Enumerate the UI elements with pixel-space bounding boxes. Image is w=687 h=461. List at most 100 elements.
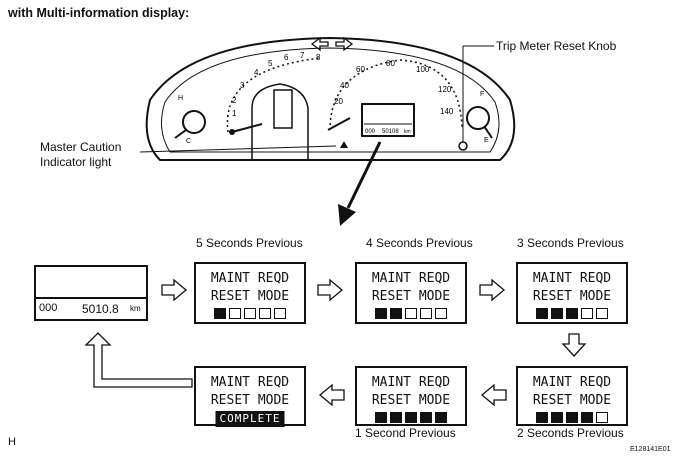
odo-value: 5010.8 <box>82 302 119 316</box>
progress-segment <box>596 308 608 319</box>
line2: RESET MODE <box>532 289 612 304</box>
flow-arrow-5 <box>318 383 345 407</box>
progress-segment <box>596 412 608 423</box>
flow-arrow-1 <box>161 278 188 302</box>
multi-info-display <box>361 103 415 137</box>
mini-display-odo: 50108 <box>382 129 399 135</box>
flow-arrow-3 <box>479 278 506 302</box>
line1: MAINT REQD <box>371 375 451 390</box>
reset-box-1s: MAINT REQD RESET MODE <box>355 366 467 426</box>
progress-bar <box>214 308 286 319</box>
odometer-display: 000 5010.8 km <box>34 265 148 321</box>
progress-segment <box>566 308 578 319</box>
temp-lo-label: C <box>186 138 191 145</box>
center-panel-window <box>273 89 293 129</box>
fuel-full-label: F <box>480 91 484 98</box>
flow-arrow-2 <box>317 278 344 302</box>
temp-gauge-needle <box>174 129 187 139</box>
speed-number: 40 <box>340 81 349 90</box>
fuel-gauge-needle <box>483 125 493 139</box>
master-caution-icon <box>340 141 348 148</box>
fuel-empty-label: E <box>484 137 489 144</box>
cluster-inner-outline <box>160 47 500 153</box>
trip-knob-label: Trip Meter Reset Knob <box>496 39 617 53</box>
progress-segment <box>390 412 402 423</box>
master-caution-leader <box>139 145 337 153</box>
progress-segment <box>390 308 402 319</box>
odo-unit: km <box>130 304 141 313</box>
line1: MAINT REQD <box>210 375 290 390</box>
progress-segment <box>405 308 417 319</box>
progress-segment <box>435 308 447 319</box>
progress-segment <box>229 308 241 319</box>
caption-4-seconds: 4 Seconds Previous <box>366 236 473 250</box>
trip-reset-knob <box>458 141 468 151</box>
flow-arrow-4 <box>480 383 507 407</box>
line1: MAINT REQD <box>532 271 612 286</box>
left-turn-arrow-icon <box>310 36 329 52</box>
reset-box-4s: MAINT REQD RESET MODE <box>355 262 467 324</box>
reset-box-5s: MAINT REQD RESET MODE <box>194 262 306 324</box>
caption-1-second: 1 Second Previous <box>355 426 456 440</box>
mini-display-left: 000 <box>365 129 376 135</box>
reset-box-complete: MAINT REQD RESET MODE COMPLETE <box>194 366 306 427</box>
reset-box-3s: MAINT REQD RESET MODE <box>516 262 628 324</box>
footer-left: H <box>8 436 16 448</box>
tach-number: 8 <box>316 53 321 62</box>
reset-box-2s: MAINT REQD RESET MODE <box>516 366 628 426</box>
zoom-pointer-line <box>346 141 382 209</box>
progress-bar <box>536 412 608 423</box>
progress-segment <box>581 308 593 319</box>
progress-segment <box>566 412 578 423</box>
progress-segment <box>551 412 563 423</box>
tach-hub <box>229 129 235 135</box>
line2: RESET MODE <box>371 289 451 304</box>
line2: RESET MODE <box>532 393 612 408</box>
right-turn-arrow-icon <box>335 36 354 52</box>
progress-segment <box>551 308 563 319</box>
progress-segment <box>581 412 593 423</box>
caption-3-seconds: 3 Seconds Previous <box>517 236 624 250</box>
page-heading: with Multi-information display: <box>8 6 190 20</box>
master-caution-label-1: Master Caution <box>40 140 122 154</box>
caption-5-seconds: 5 Seconds Previous <box>196 236 303 250</box>
progress-segment <box>435 412 447 423</box>
tach-number: 3 <box>240 81 245 90</box>
center-panel <box>251 83 309 160</box>
temp-hi-label: H <box>178 95 183 102</box>
fuel-gauge-hub <box>466 106 490 130</box>
cluster-outline <box>145 36 516 161</box>
speed-number: 20 <box>334 97 343 106</box>
progress-segment <box>420 308 432 319</box>
progress-segment <box>259 308 271 319</box>
complete-badge: COMPLETE <box>215 411 285 427</box>
line2: RESET MODE <box>210 393 290 408</box>
progress-segment <box>420 412 432 423</box>
progress-segment <box>375 412 387 423</box>
progress-bar <box>375 308 447 319</box>
progress-bar <box>375 412 447 423</box>
progress-segment <box>536 308 548 319</box>
tach-arc <box>226 57 321 133</box>
speed-number: 80 <box>386 59 395 68</box>
flow-arrow-down <box>561 333 587 357</box>
tach-number: 1 <box>232 109 237 118</box>
speed-number: 100 <box>416 65 430 74</box>
progress-segment <box>244 308 256 319</box>
progress-segment <box>274 308 286 319</box>
caption-2-seconds: 2 Seconds Previous <box>517 426 624 440</box>
odometer-row: 000 5010.8 km <box>36 297 146 319</box>
line2: RESET MODE <box>371 393 451 408</box>
footer-code: E128141E01 <box>630 446 671 453</box>
temp-gauge-hub <box>182 110 206 134</box>
progress-segment <box>375 308 387 319</box>
tach-number: 7 <box>300 51 305 60</box>
speed-number: 120 <box>438 85 452 94</box>
progress-segment <box>214 308 226 319</box>
mini-display-unit: km <box>404 129 411 135</box>
speed-number: 140 <box>440 107 454 116</box>
speed-arc <box>329 59 463 131</box>
